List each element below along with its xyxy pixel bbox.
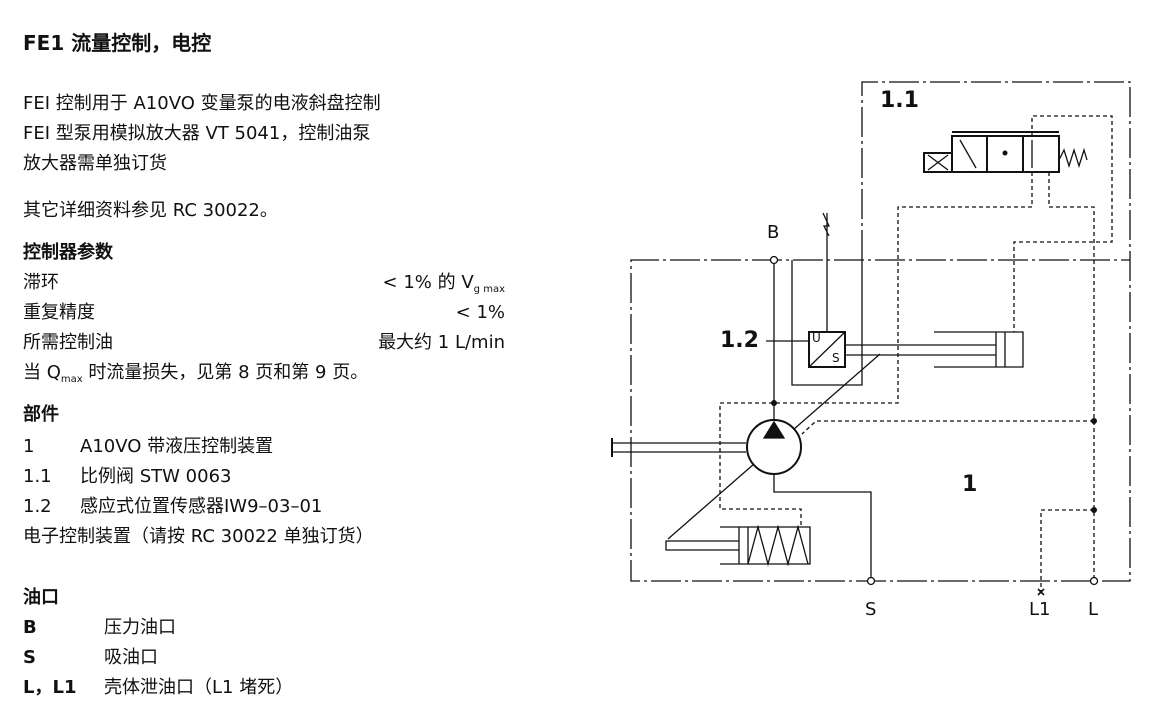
param-label: 滞环 <box>23 272 59 293</box>
note-pre: 当 Q <box>23 362 61 383</box>
note-sub: max <box>60 374 83 385</box>
param-label: 重复精度 <box>23 302 95 323</box>
label-1: 1 <box>962 472 978 497</box>
port-circles <box>769 255 1099 586</box>
proportional-valve <box>923 131 1088 173</box>
param-label: 所需控制油 <box>23 332 113 353</box>
part-text: 感应式位置传感器IW9–03–01 <box>80 496 323 517</box>
part-num: 1 <box>23 436 35 457</box>
parts-heading: 部件 <box>23 404 59 425</box>
port-text: 壳体泄油口（L1 堵死） <box>104 677 294 698</box>
port-text: 压力油口 <box>104 617 176 638</box>
sensor-label-s: S <box>832 351 840 365</box>
param-value: < 1% <box>455 302 505 323</box>
page-title: FE1 流量控制，电控 <box>23 31 212 55</box>
param-value: < 1% 的 Vg max <box>382 272 505 295</box>
position-sensor <box>808 331 846 368</box>
pump-symbol <box>746 419 802 475</box>
intro-line: FEI 控制用于 A10VO 变量泵的电液斜盘控制 <box>23 93 381 114</box>
port-label-S: S <box>865 599 877 620</box>
boundary-lines <box>630 81 1131 582</box>
junction-dots <box>771 150 1097 513</box>
port-label-L: L <box>1088 599 1099 620</box>
plug-mark <box>1037 588 1045 596</box>
note-post: 时流量损失，见第 8 页和第 9 页。 <box>82 362 369 383</box>
sensor-label-u: U <box>812 331 821 345</box>
part-text: A10VO 带液压控制装置 <box>80 436 274 457</box>
port-label-L1: L1 <box>1029 599 1051 620</box>
parts-extra: 电子控制装置（请按 RC 30022 单独订货） <box>23 526 374 547</box>
label-1-2: 1.2 <box>720 328 759 353</box>
port-code: B <box>23 617 37 638</box>
port-code: S <box>23 647 36 668</box>
main-lines <box>611 212 1024 581</box>
part-num: 1.2 <box>23 496 52 517</box>
reference-text: 其它详细资料参见 RC 30022。 <box>23 200 278 221</box>
intro-line: 放大器需单独订货 <box>23 153 167 174</box>
part-text: 比例阀 STW 0063 <box>80 466 232 487</box>
part-num: 1.1 <box>23 466 52 487</box>
pump-triangle <box>762 420 786 439</box>
port-label-B: B <box>767 222 780 243</box>
pilot-lines <box>719 115 1113 592</box>
param-value: 最大约 1 L/min <box>378 332 505 353</box>
params-heading: 控制器参数 <box>23 242 113 263</box>
param-value-text: < 1% 的 V <box>382 272 474 293</box>
label-1-1: 1.1 <box>880 88 919 113</box>
intro-line: FEI 型泵用模拟放大器 VT 5041，控制油泵 <box>23 123 371 144</box>
ports-heading: 油口 <box>23 587 59 608</box>
port-text: 吸油口 <box>104 647 158 668</box>
port-code: L，L1 <box>23 677 77 698</box>
param-value-sub: g max <box>473 284 505 295</box>
param-note: 当 Qmax 时流量损失，见第 8 页和第 9 页。 <box>23 362 369 385</box>
